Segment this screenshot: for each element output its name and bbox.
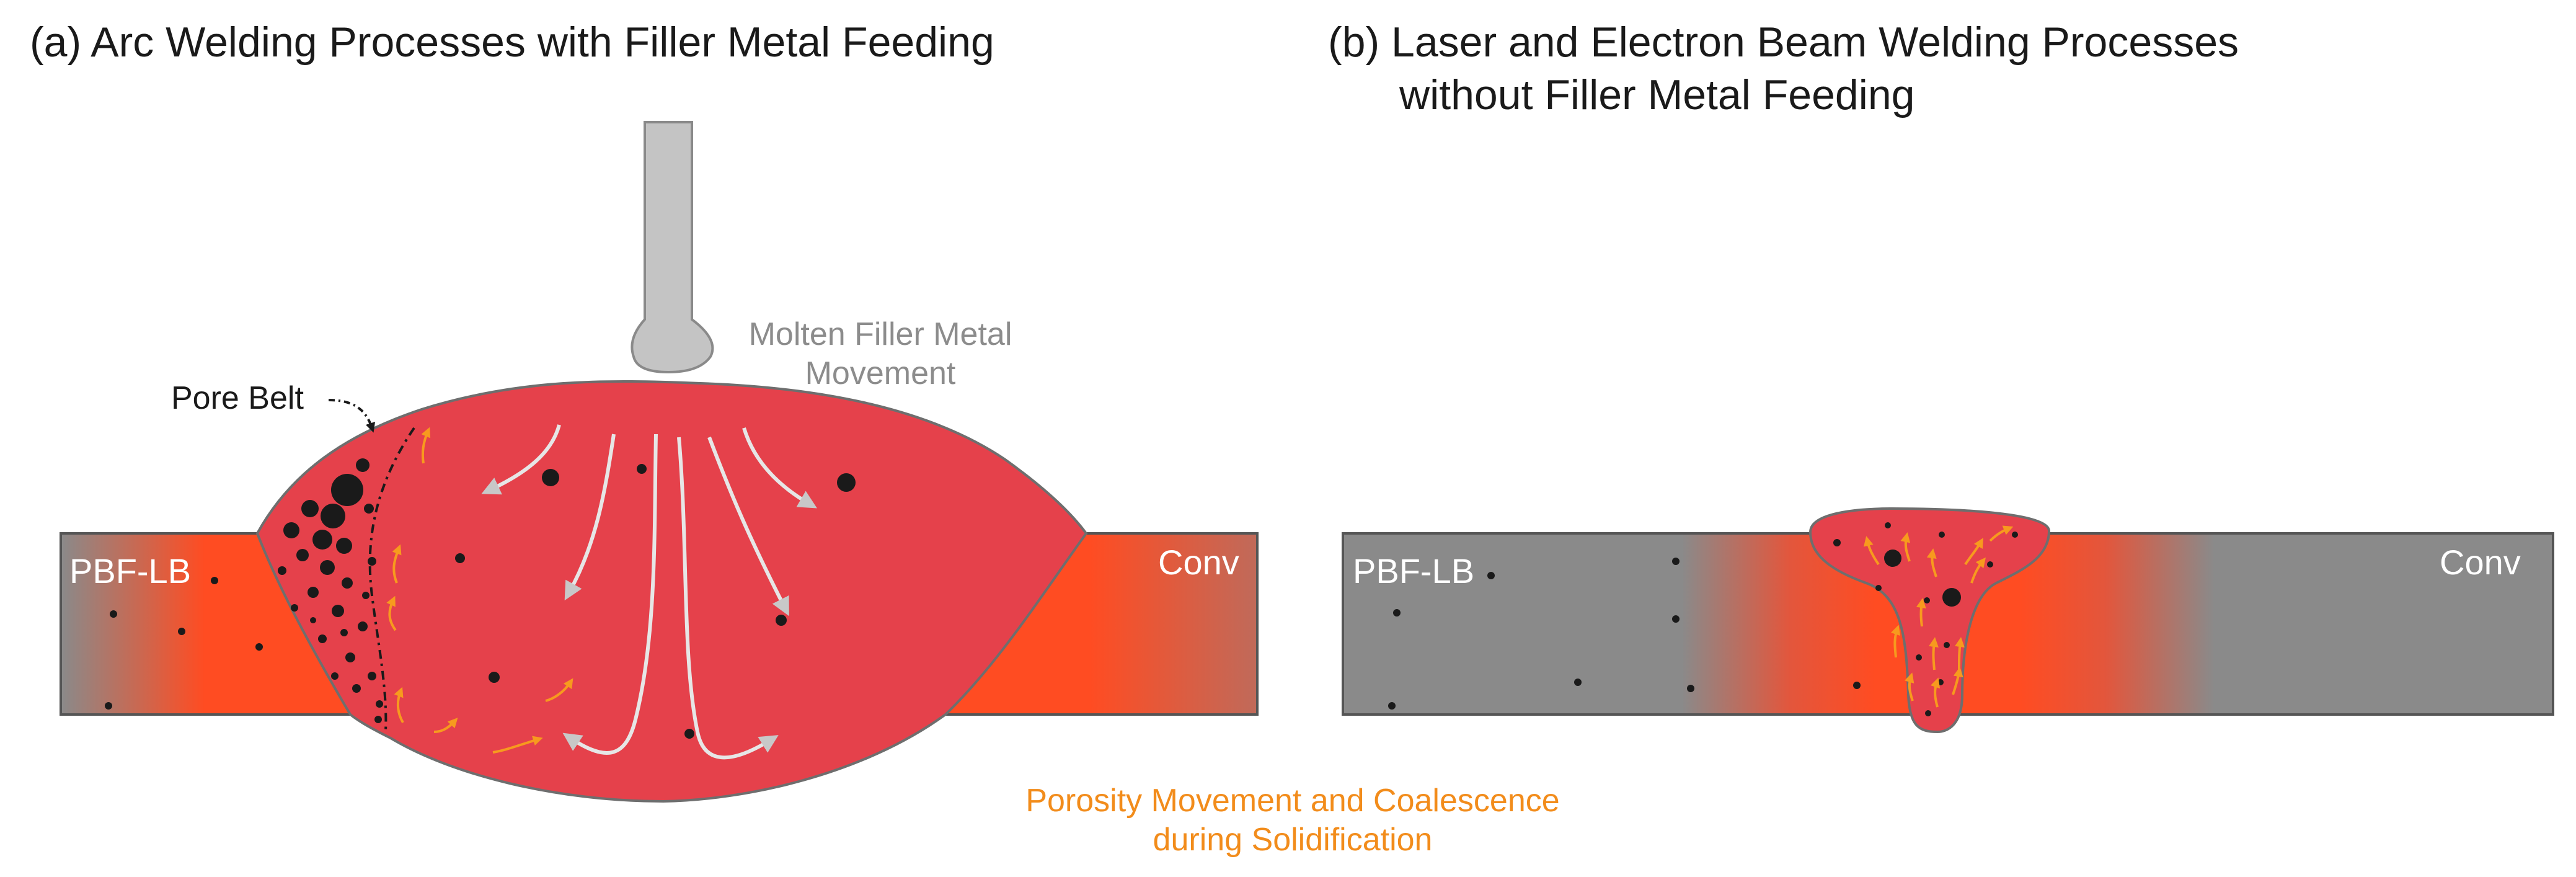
pore-belt-pores bbox=[278, 458, 383, 723]
panel-b-right-label: Conv bbox=[2440, 543, 2521, 582]
filler-movement-line1: Molten Filler Metal bbox=[748, 316, 1012, 352]
panel-a-right-label: Conv bbox=[1158, 543, 1239, 582]
base-pores-b bbox=[1388, 558, 1861, 710]
panel-b-left-label: PBF-LB bbox=[1353, 551, 1475, 590]
panel-b-title: (b) Laser and Electron Beam Welding Proc… bbox=[1328, 16, 2239, 122]
pore-belt-boundary bbox=[368, 427, 415, 732]
filler-wire-electrode bbox=[631, 121, 714, 374]
pore-belt-pointer bbox=[328, 399, 376, 433]
panel-b bbox=[1342, 507, 2554, 734]
porosity-arrows-a bbox=[386, 427, 573, 754]
filler-movement-label: Molten Filler Metal Movement bbox=[663, 315, 1097, 394]
panel-a-left-label: PBF-LB bbox=[69, 551, 192, 590]
base-pores-a bbox=[105, 577, 263, 710]
filler-flow-arrows bbox=[481, 424, 817, 760]
weld-pool-a bbox=[255, 380, 1088, 803]
panel-a bbox=[60, 121, 1259, 803]
filler-movement-line2: Movement bbox=[805, 355, 956, 392]
pool-pores-a bbox=[455, 464, 856, 739]
porosity-movement-label: Porosity Movement and Coalescence during… bbox=[890, 781, 1696, 860]
pore-belt-label: Pore Belt bbox=[171, 380, 304, 416]
panel-b-title-line1: (b) Laser and Electron Beam Welding Proc… bbox=[1328, 19, 2239, 66]
pool-pores-b bbox=[1833, 522, 2018, 716]
porosity-label-line2: during Solidification bbox=[1153, 822, 1433, 858]
panel-b-title-line2: without Filler Metal Feeding bbox=[1399, 71, 1915, 118]
porosity-arrows-b bbox=[1864, 525, 2014, 708]
panel-a-title: (a) Arc Welding Processes with Filler Me… bbox=[30, 19, 994, 66]
porosity-label-line1: Porosity Movement and Coalescence bbox=[1025, 783, 1560, 819]
